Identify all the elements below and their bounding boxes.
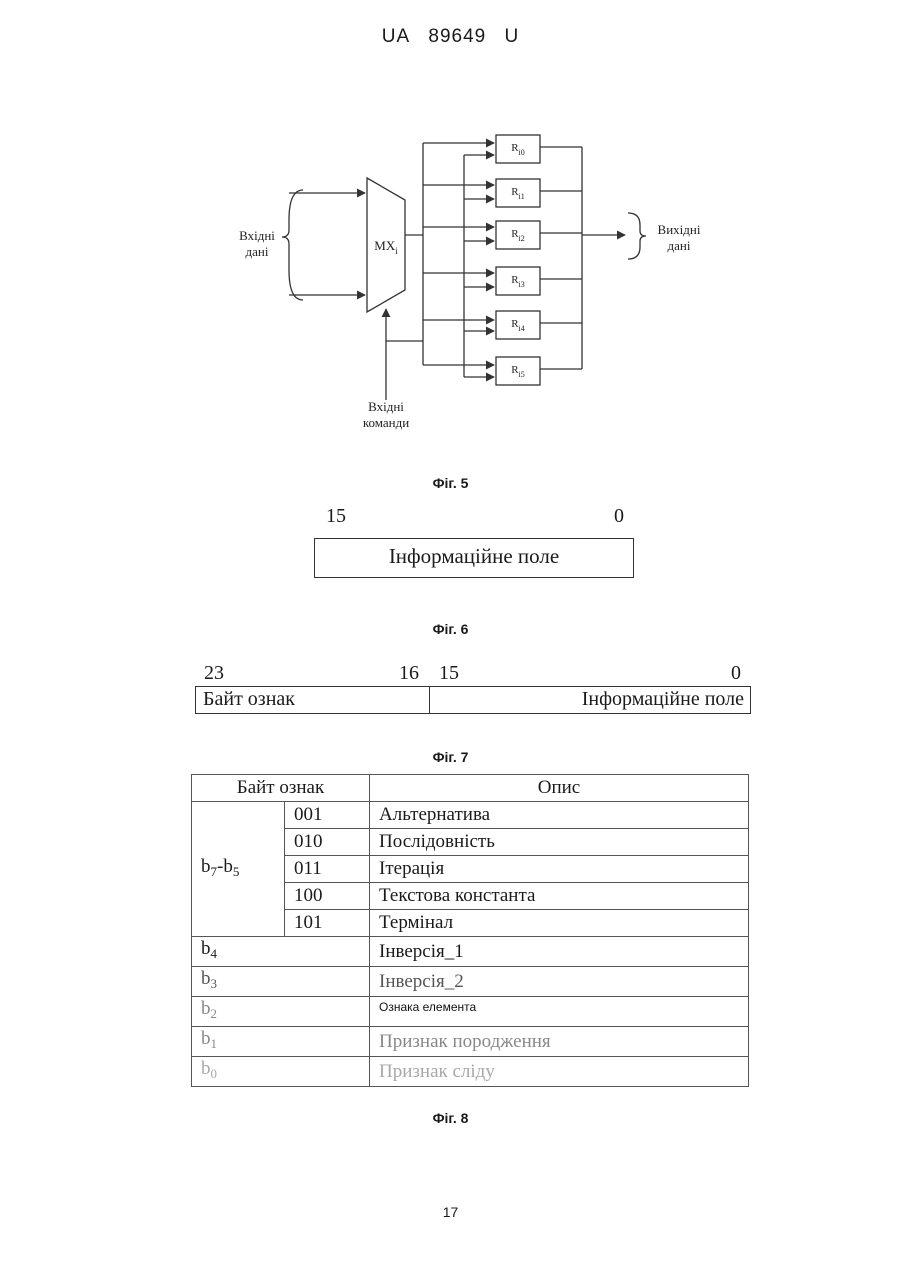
description-cell: Альтернатива [370, 802, 749, 829]
fig7-bit-15: 15 [439, 662, 459, 685]
mux-label-sub: i [395, 246, 398, 256]
bit-cell: b4 [192, 937, 370, 967]
table-row: b1 Признак породження [192, 1027, 749, 1057]
description-cell: Інверсія_1 [370, 937, 749, 967]
register-r-i2-label: Ri2 [493, 228, 543, 243]
figure-7-caption: Фіг. 7 [0, 749, 901, 765]
code-cell: 101 [285, 910, 370, 937]
fig6-information-field: Інформаційне поле [314, 538, 634, 578]
figure-5-diagram: Вхідні дані MXi Вихідні дані Вхідні кома… [200, 125, 720, 445]
register-r-i5-label: Ri5 [493, 364, 543, 379]
figure-5-caption: Фіг. 5 [0, 475, 901, 491]
table-row: b0 Признак сліду [192, 1057, 749, 1087]
mux-label-main: MX [374, 238, 395, 253]
group-bits-label: b7-b5 [192, 802, 285, 937]
register-r-i0-label: Ri0 [493, 142, 543, 157]
description-cell: Інверсія_2 [370, 967, 749, 997]
table-row: b7-b5 001 Альтернатива [192, 802, 749, 829]
register-r-i1-label: Ri1 [493, 186, 543, 201]
header-feature-byte: Байт ознак [192, 775, 370, 802]
description-cell: Послідовність [370, 829, 749, 856]
register-r-i4-label: Ri4 [493, 318, 543, 333]
fig6-bit-high: 15 [326, 505, 346, 528]
fig8-feature-byte-table: Байт ознак Опис b7-b5 001 Альтернатива 0… [191, 774, 749, 1087]
bit-cell: b2 [192, 997, 370, 1027]
fig7-bit-16: 16 [399, 662, 419, 685]
header-description: Опис [370, 775, 749, 802]
input-data-label: Вхідні дані [227, 228, 287, 260]
element-feature-label: Ознака елемента [379, 1000, 476, 1014]
description-cell: Ітерація [370, 856, 749, 883]
input-commands-label: Вхідні команди [354, 399, 418, 431]
description-cell: Признак сліду [370, 1057, 749, 1087]
figure-8-caption: Фіг. 8 [0, 1110, 901, 1126]
code-cell: 001 [285, 802, 370, 829]
output-data-label: Вихідні дані [649, 222, 709, 254]
description-cell: Признак породження [370, 1027, 749, 1057]
patent-header: UA 89649 U [0, 26, 901, 48]
patent-number: 89649 [428, 26, 486, 47]
figure-5-lines [200, 125, 720, 445]
description-cell: Термінал [370, 910, 749, 937]
description-cell: Текстова константа [370, 883, 749, 910]
register-r-i3-label: Ri3 [493, 274, 543, 289]
fig7-information-field-label: Інформаційне поле [430, 688, 744, 711]
code-cell: 100 [285, 883, 370, 910]
table-row: b3 Інверсія_2 [192, 967, 749, 997]
table-row: b4 Інверсія_1 [192, 937, 749, 967]
figure-6-caption: Фіг. 6 [0, 621, 901, 637]
page-number: 17 [0, 1204, 901, 1220]
bit-cell: b1 [192, 1027, 370, 1057]
code-cell: 011 [285, 856, 370, 883]
fig6-bit-low: 0 [614, 505, 624, 528]
mux-label: MXi [364, 238, 408, 259]
description-cell: Ознака елемента [370, 997, 749, 1027]
table-header-row: Байт ознак Опис [192, 775, 749, 802]
code-cell: 010 [285, 829, 370, 856]
patent-kind: U [505, 26, 520, 47]
table-row: b2 Ознака елемента [192, 997, 749, 1027]
fig7-bit-0: 0 [731, 662, 741, 685]
fig7-feature-byte-label: Байт ознак [203, 688, 295, 711]
fig7-bit-23: 23 [204, 662, 224, 685]
bit-cell: b3 [192, 967, 370, 997]
bit-cell: b0 [192, 1057, 370, 1087]
patent-country: UA [382, 26, 410, 47]
